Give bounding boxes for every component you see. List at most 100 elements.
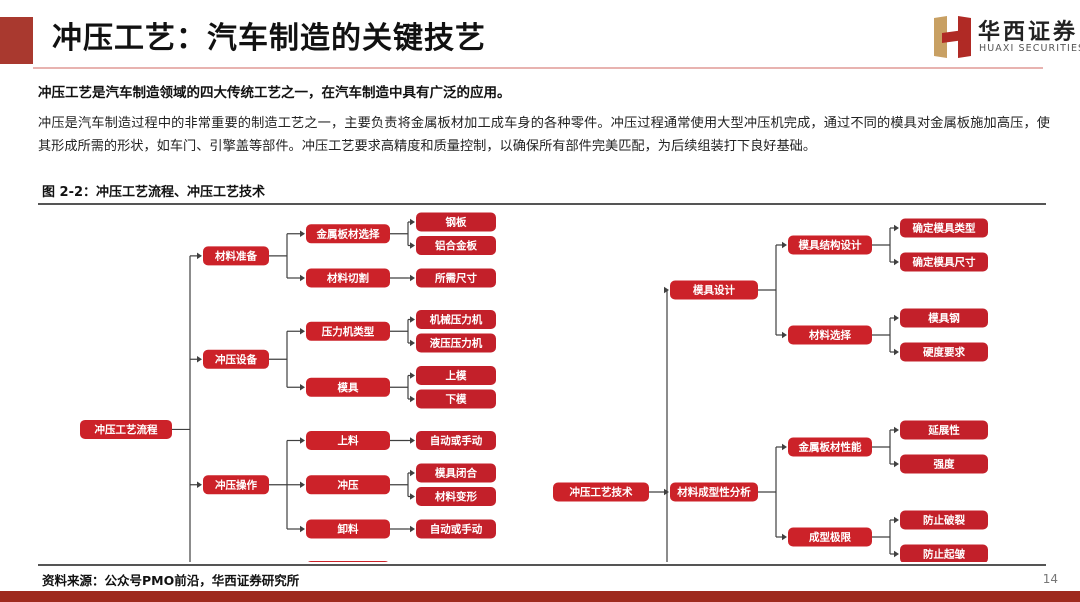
connector-arrow <box>410 316 415 323</box>
node-label: 所需尺寸 <box>435 272 477 285</box>
title-underline <box>33 67 1043 69</box>
sub-node[interactable]: 金属板材选择 <box>306 224 390 244</box>
branch-node[interactable]: 冲压设备 <box>203 349 269 369</box>
sub-node[interactable]: 冲压 <box>306 475 390 495</box>
node-label: 硬度要求 <box>923 346 965 359</box>
sub-node[interactable]: 卸料 <box>306 519 390 539</box>
node-label: 金属板材性能 <box>798 441 862 454</box>
leaf-node[interactable]: 延展性 <box>900 420 988 440</box>
leaf-node[interactable]: 模具闭合 <box>416 463 496 483</box>
sub-node[interactable]: 去毛刺 <box>306 561 390 562</box>
node-label: 铝合金板 <box>435 239 477 252</box>
node-label: 自动或手动 <box>430 434 483 447</box>
connector-arrow <box>300 481 305 488</box>
node-label: 成型极限 <box>809 531 851 544</box>
connector-arrow <box>664 286 669 294</box>
connector-arrow <box>894 550 899 558</box>
node-label: 确定模具类型 <box>913 222 976 235</box>
node-label: 钢板 <box>446 216 467 229</box>
connector-arrow <box>410 274 415 282</box>
node-label: 强度 <box>934 458 955 471</box>
leaf-node[interactable]: 液压压力机 <box>416 333 496 353</box>
branch-node[interactable]: 材料准备 <box>203 246 269 266</box>
lead-paragraph: 冲压工艺是汽车制造领域的四大传统工艺之一，在汽车制造中具有广泛的应用。 <box>38 85 511 101</box>
source-note: 资料来源：公众号PMO前沿，华西证券研究所 <box>42 573 300 588</box>
logo-english-name: HUAXI SECURITIES <box>979 43 1080 54</box>
node-label: 确定模具尺寸 <box>913 256 976 269</box>
figure-bottom-rule <box>38 564 1046 566</box>
leaf-node[interactable]: 防止破裂 <box>900 510 988 530</box>
node-label: 模具 <box>338 381 359 394</box>
root-node-right-tree[interactable]: 冲压工艺技术 <box>553 482 649 502</box>
process-diagram: 冲压工艺流程材料准备冲压设备冲压操作后处理金属板材选择材料切割钢板铝合金板所需尺… <box>38 206 1046 562</box>
connector-arrow <box>410 372 415 379</box>
bottom-strip <box>0 591 1080 602</box>
leaf-node[interactable]: 机械压力机 <box>416 310 496 329</box>
leaf-node[interactable]: 确定模具尺寸 <box>900 252 988 272</box>
node-label: 材料选择 <box>808 329 851 342</box>
node-label: 液压压力机 <box>430 337 483 350</box>
node-label: 冲压设备 <box>215 353 257 366</box>
root-node-left-tree[interactable]: 冲压工艺流程 <box>80 419 172 439</box>
node-label: 材料成型性分析 <box>676 486 751 499</box>
leaf-node[interactable]: 铝合金板 <box>416 236 496 255</box>
node-label: 材料变形 <box>434 490 477 503</box>
logo-h-mark <box>934 16 971 58</box>
branch-node[interactable]: 模具设计 <box>670 280 758 300</box>
sub-node[interactable]: 材料切割 <box>306 268 390 288</box>
connector-arrow <box>300 230 305 237</box>
node-label: 防止破裂 <box>923 514 965 527</box>
leaf-node[interactable]: 所需尺寸 <box>416 268 496 288</box>
sub-node[interactable]: 压力机类型 <box>306 321 390 341</box>
body-paragraph: 冲压是汽车制造过程中的非常重要的制造工艺之一，主要负责将金属板材加工成车身的各种… <box>38 116 1050 154</box>
connector-arrow <box>894 426 899 434</box>
branch-node[interactable]: 材料成型性分析 <box>670 482 758 502</box>
node-label: 下模 <box>446 393 467 406</box>
node-label: 卸料 <box>338 523 359 536</box>
sub-node[interactable]: 模具结构设计 <box>788 235 872 255</box>
leaf-node[interactable]: 强度 <box>900 454 988 474</box>
leaf-node[interactable]: 材料变形 <box>416 487 496 506</box>
sub-node[interactable]: 材料选择 <box>788 325 872 345</box>
connector-arrow <box>782 241 787 249</box>
sub-node[interactable]: 模具 <box>306 377 390 397</box>
connector-arrow <box>300 328 305 335</box>
connector-arrow <box>410 469 415 477</box>
logo-chinese-name: 华西证券 <box>978 20 1079 45</box>
node-label: 冲压操作 <box>215 478 257 491</box>
node-label: 压力机类型 <box>322 325 375 338</box>
connector-arrow <box>894 314 899 322</box>
leaf-node[interactable]: 自动或手动 <box>416 431 496 450</box>
node-label: 模具钢 <box>928 312 960 325</box>
sub-node[interactable]: 成型极限 <box>788 527 872 547</box>
connector-arrow <box>300 274 305 282</box>
page-number: 14 <box>1042 572 1058 586</box>
leaf-node[interactable]: 下模 <box>416 389 496 409</box>
leaf-node[interactable]: 自动或手动 <box>416 519 496 539</box>
sub-node[interactable]: 金属板材性能 <box>788 437 872 457</box>
leaf-node[interactable]: 确定模具类型 <box>900 218 988 238</box>
node-label: 冲压 <box>338 478 359 491</box>
leaf-node[interactable]: 硬度要求 <box>900 342 988 362</box>
connector-arrow <box>894 460 899 468</box>
connector-arrow <box>782 331 787 339</box>
node-label: 材料切割 <box>326 272 369 285</box>
connector-arrow <box>300 437 305 444</box>
node-label: 机械压力机 <box>430 313 483 326</box>
branch-node[interactable]: 冲压操作 <box>203 475 269 495</box>
connector-arrow <box>410 242 415 249</box>
leaf-node[interactable]: 上模 <box>416 366 496 385</box>
slide-header: 冲压工艺：汽车制造的关键技艺 华西证券 HUAXI SECURITIES <box>0 0 1080 78</box>
leaf-node[interactable]: 模具钢 <box>900 308 988 328</box>
connector-arrow <box>410 339 415 347</box>
node-label: 材料准备 <box>214 249 257 262</box>
node-label: 自动或手动 <box>430 523 483 536</box>
connector-arrow <box>894 516 899 524</box>
connector-arrow <box>300 525 305 533</box>
connector-arrow <box>410 437 415 444</box>
figure-caption: 图 2-2：冲压工艺流程、冲压工艺技术 <box>42 185 266 200</box>
leaf-node[interactable]: 防止起皱 <box>900 544 988 563</box>
leaf-node[interactable]: 钢板 <box>416 212 496 232</box>
node-label: 模具闭合 <box>435 467 477 480</box>
sub-node[interactable]: 上料 <box>306 431 390 450</box>
